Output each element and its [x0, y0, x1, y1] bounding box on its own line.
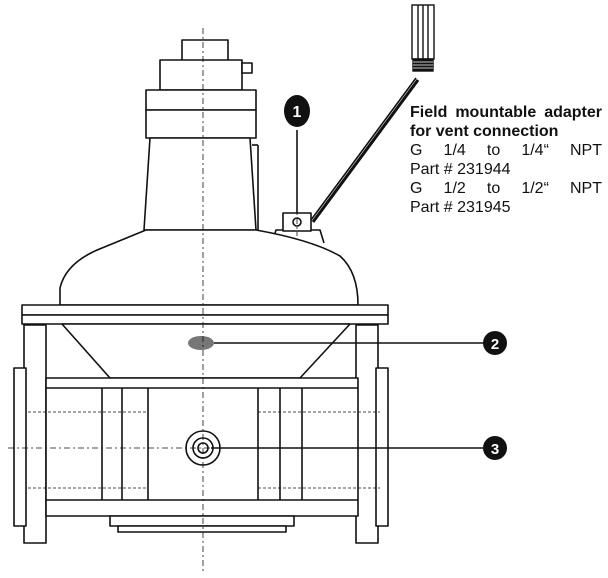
callout-title: Field mountable adapter for vent connect…	[410, 104, 602, 140]
marker-1-label: 1	[293, 104, 302, 121]
marker-1-badge: 1	[284, 95, 310, 127]
marker-2-label: 2	[491, 336, 499, 353]
adapter-callout: Field mountable adapter for vent connect…	[410, 103, 602, 217]
callout-line-3: G 1/2 to 1/2“ NPT	[410, 180, 602, 197]
top-cap	[145, 39, 257, 139]
lower-funnel	[61, 323, 351, 379]
adapter-icon	[411, 4, 435, 72]
bottom-plug	[109, 515, 295, 527]
callout-line-1: G 1/4 to 1/4“ NPT	[410, 142, 602, 159]
callout-line-4: Part # 231945	[410, 199, 511, 216]
leader-lines	[211, 77, 484, 449]
marker-2-badge: 2	[483, 331, 507, 355]
marker-3-badge: 3	[483, 436, 507, 460]
dome-housing	[59, 229, 359, 306]
left-flange	[13, 324, 47, 544]
callout-line-2: Part # 231944	[410, 161, 511, 178]
flange-plate	[21, 304, 389, 316]
bonnet	[143, 137, 257, 231]
gauge-port	[188, 336, 214, 350]
right-flange	[355, 324, 389, 544]
marker-3-label: 3	[491, 441, 499, 458]
